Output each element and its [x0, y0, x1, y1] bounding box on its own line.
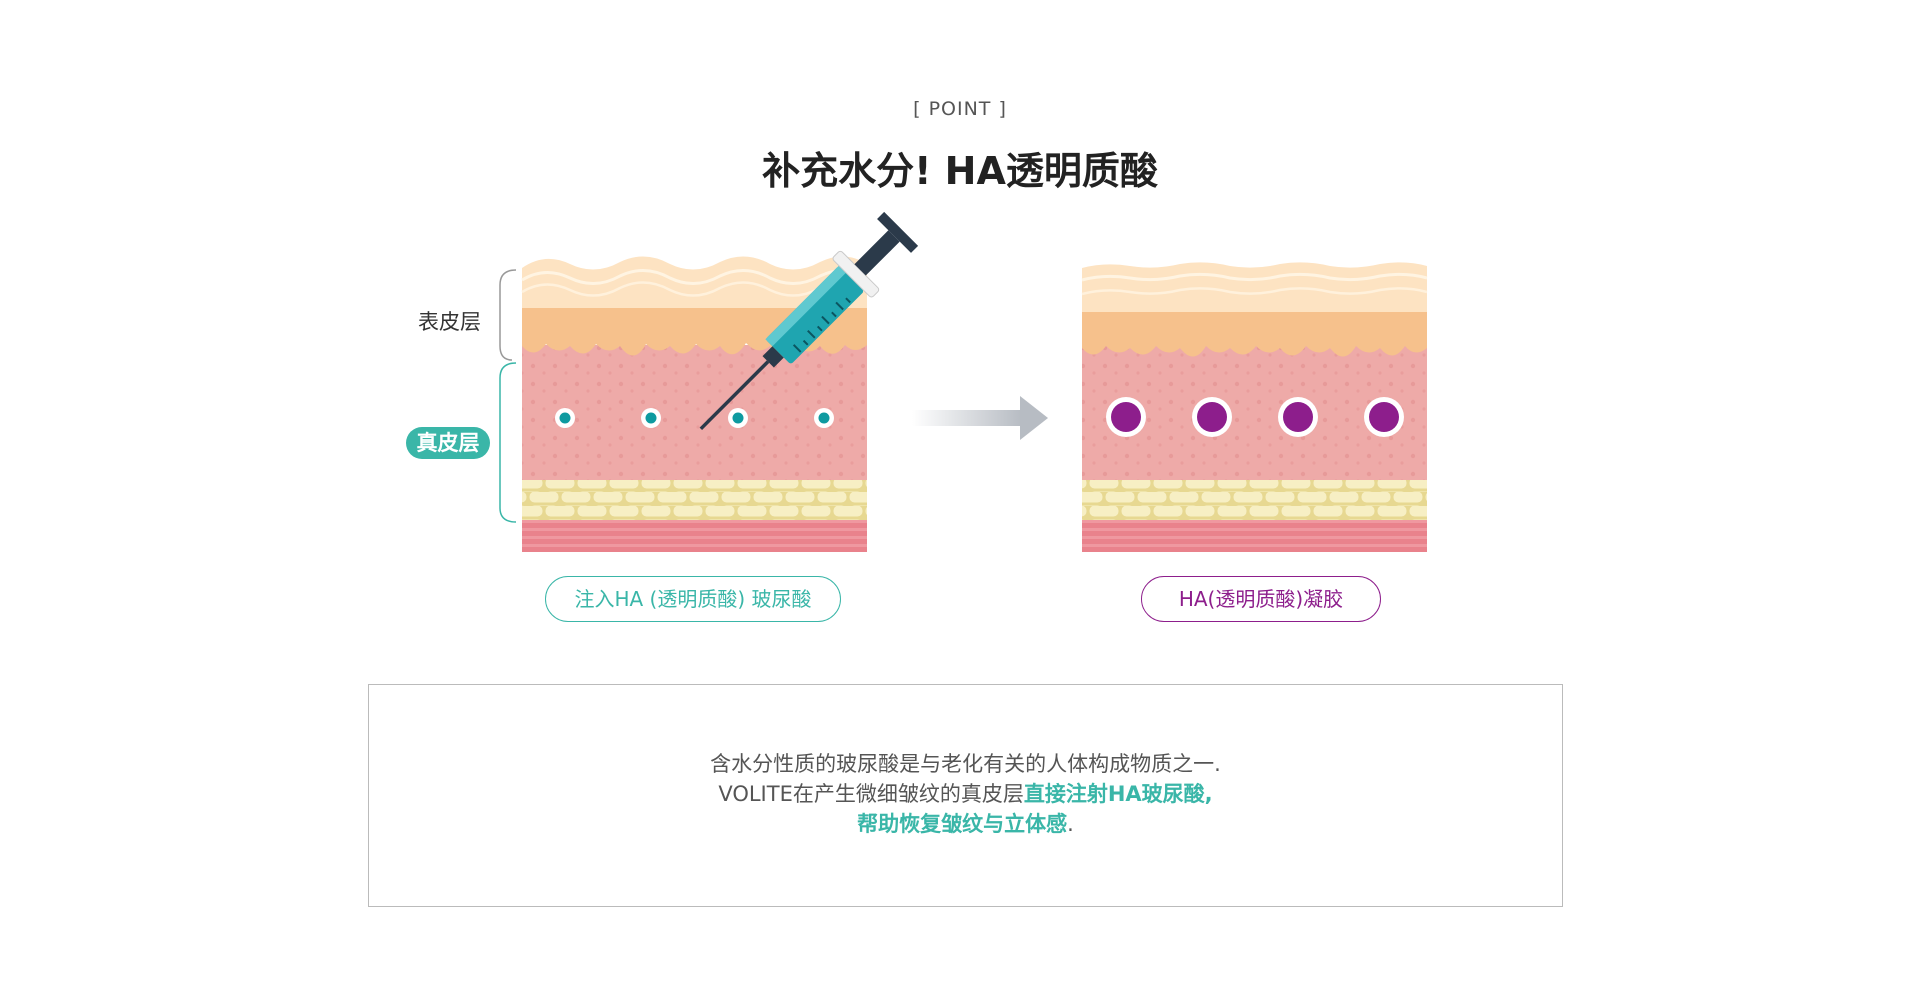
ha-gel-dot: [1106, 397, 1146, 437]
info-line-3-highlight: 帮助恢复皱纹与立体感: [857, 812, 1068, 836]
info-line-2: VOLITE在产生微细皱纹的真皮层直接注射HA玻尿酸,: [369, 779, 1562, 809]
dermis-label: 真皮层: [406, 427, 490, 459]
ha-dot-small: [555, 408, 575, 428]
caption-before: 注入HA (透明质酸) 玻尿酸: [545, 576, 841, 622]
info-line-3-text: .: [1067, 812, 1074, 836]
ha-gel-dot: [1278, 397, 1318, 437]
ha-dot-small: [814, 408, 834, 428]
transition-arrow-icon: [912, 396, 1048, 440]
dermis-bracket: [499, 362, 517, 523]
page-title: 补充水分! HA透明质酸: [762, 149, 1158, 193]
epidermis-bracket: [499, 269, 517, 361]
info-line-2-highlight: 直接注射HA玻尿酸,: [1023, 782, 1213, 806]
info-line-3: 帮助恢复皱纹与立体感.: [369, 809, 1562, 839]
epidermis-label: 表皮层: [418, 310, 481, 334]
skin-block-after: [1081, 262, 1428, 552]
section-eyebrow: [ POINT ]: [913, 98, 1007, 120]
ha-dot-small: [728, 408, 748, 428]
info-line-2-text: VOLITE在产生微细皱纹的真皮层: [718, 782, 1024, 806]
caption-after: HA(透明质酸)凝胶: [1141, 576, 1381, 622]
ha-gel-dot: [1192, 397, 1232, 437]
info-box: 含水分性质的玻尿酸是与老化有关的人体构成物质之一. VOLITE在产生微细皱纹的…: [368, 684, 1563, 907]
syringe-icon: [699, 211, 919, 431]
ha-dot-small: [641, 408, 661, 428]
info-line-1: 含水分性质的玻尿酸是与老化有关的人体构成物质之一.: [710, 752, 1221, 776]
ha-gel-dot: [1364, 397, 1404, 437]
